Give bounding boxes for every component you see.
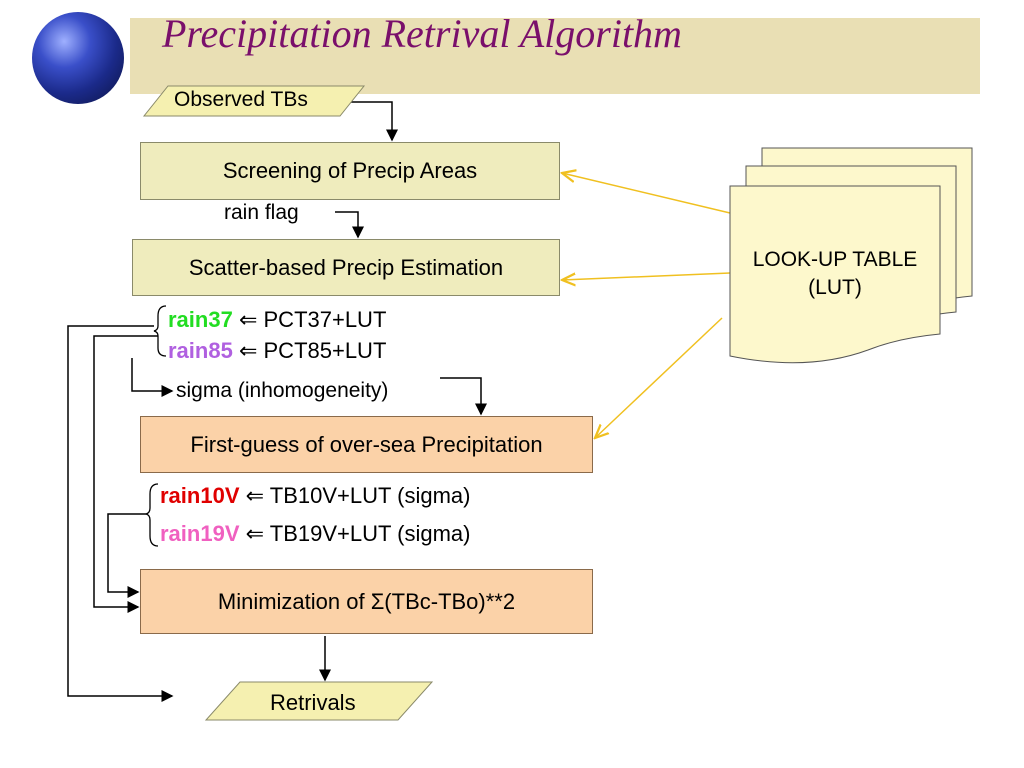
lut-line2: (LUT) <box>808 276 862 299</box>
rain85-formula: PCT85+LUT <box>257 338 387 363</box>
arrow-rain10-minimization <box>107 513 146 598</box>
arrow-rain85-minimization <box>93 335 158 613</box>
firstguess-label: First-guess of over-sea Precipitation <box>190 431 543 457</box>
rain10v-line: rain10V ⇐ TB10V+LUT (sigma) <box>160 483 471 509</box>
minimization-box: Minimization of Σ(TBc-TBo)**2 <box>140 569 593 634</box>
observed-tbs-label: Observed TBs <box>174 88 308 111</box>
rain10v-label: rain10V <box>160 483 240 508</box>
rain85-label: rain85 <box>168 338 233 363</box>
arrow-rainflag-scatter <box>335 211 364 239</box>
arrow-rain37-retrivals <box>67 325 174 702</box>
left-arrow-icon: ⇐ <box>245 483 265 508</box>
screening-box: Screening of Precip Areas <box>140 142 560 200</box>
retrivals-label: Retrivals <box>270 690 356 715</box>
arrow-lut-scatter <box>562 272 731 280</box>
rain37-label: rain37 <box>168 307 233 332</box>
arrow-lut-screening <box>562 173 731 214</box>
left-arrow-icon: ⇐ <box>245 521 265 546</box>
rain37-line: rain37 ⇐ PCT37+LUT <box>168 307 386 333</box>
rain19v-label: rain19V <box>160 521 240 546</box>
rain19v-line: rain19V ⇐ TB19V+LUT (sigma) <box>160 521 471 547</box>
arrow-to-sigma <box>131 358 174 397</box>
retrivals-parallelogram <box>204 681 434 721</box>
arrow-lut-firstguess <box>595 317 723 438</box>
rain-flag-label: rain flag <box>224 201 299 224</box>
lut-line1: LOOK-UP TABLE <box>752 248 918 271</box>
rain37-formula: PCT37+LUT <box>257 307 387 332</box>
lut-text: LOOK-UP TABLE (LUT) <box>730 246 940 302</box>
left-arrow-icon: ⇐ <box>238 307 258 332</box>
observed-parallelogram <box>142 85 366 117</box>
arrow-sigma-firstguess <box>440 377 487 416</box>
minimization-label: Minimization of Σ(TBc-TBo)**2 <box>217 588 516 614</box>
lut-doc-front <box>729 185 941 364</box>
rain85-line: rain85 ⇐ PCT85+LUT <box>168 338 386 364</box>
sigma-label: sigma (inhomogeneity) <box>176 379 389 402</box>
globe-icon <box>32 12 124 104</box>
scatter-box: Scatter-based Precip Estimation <box>132 239 560 296</box>
screening-label: Screening of Precip Areas <box>222 158 478 183</box>
firstguess-box: First-guess of over-sea Precipitation <box>140 416 593 473</box>
brace-rain10-19 <box>145 483 159 547</box>
rain19v-formula: TB19V+LUT (sigma) <box>264 521 471 546</box>
rain10v-formula: TB10V+LUT (sigma) <box>264 483 471 508</box>
left-arrow-icon: ⇐ <box>238 338 258 363</box>
arrow-observed-screening <box>340 101 398 142</box>
slide-title: Precipitation Retrival Algorithm <box>162 11 682 56</box>
title-banner <box>130 18 980 94</box>
brace-rain37-85 <box>153 305 167 357</box>
scatter-label: Scatter-based Precip Estimation <box>188 254 504 280</box>
